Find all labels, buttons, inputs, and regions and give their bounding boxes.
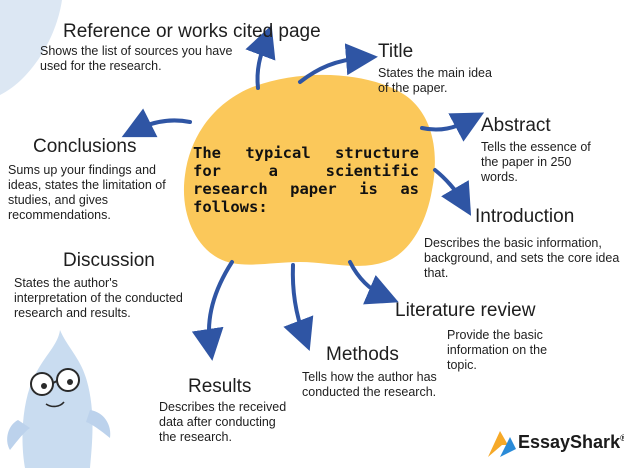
discussion-desc: States the author's interpretation of th… — [14, 276, 183, 320]
abstract-desc: Tells the essence of the paper in 250 wo… — [481, 140, 591, 184]
center-heading: The typical structure for a scientific r… — [193, 144, 419, 216]
arrow-icon — [121, 108, 192, 138]
title-desc: States the main idea of the paper. — [378, 66, 492, 95]
corner-decoration — [0, 0, 62, 95]
methods-desc: Tells how the author has conducted the r… — [302, 370, 437, 399]
brand-mark: ® — [620, 433, 624, 443]
reference-desc: Shows the list of sources you have used … — [40, 44, 233, 73]
reference-title: Reference or works cited page — [63, 21, 321, 42]
discussion-title: Discussion — [63, 250, 155, 271]
introduction-title: Introduction — [475, 206, 575, 227]
arrow-icon — [283, 263, 314, 351]
introduction-desc: Describes the basic information, backgro… — [424, 236, 620, 280]
brand-name: EssayShark® — [518, 432, 624, 453]
results-desc: Describes the received data after conduc… — [159, 400, 287, 444]
conclusions-title: Conclusions — [33, 136, 137, 157]
abstract-title: Abstract — [481, 115, 551, 136]
essayshark-logo-icon — [488, 431, 516, 457]
title-title: Title — [378, 41, 414, 62]
methods-title: Methods — [326, 344, 399, 365]
brand-name-text: EssayShark — [518, 432, 621, 452]
results-title: Results — [188, 376, 252, 397]
arrow-icon — [191, 260, 234, 361]
arrow-icon — [245, 25, 276, 90]
arrow-icon — [348, 260, 399, 305]
literature-desc: Provide the basic information on the top… — [447, 328, 548, 372]
conclusions-desc: Sums up your findings and ideas, states … — [8, 163, 166, 222]
center-blob — [183, 74, 435, 266]
arrow-icon — [298, 43, 378, 84]
arrow-icon — [420, 112, 485, 142]
arrow-icon — [433, 168, 472, 216]
mascot-icon — [7, 330, 111, 468]
literature-title: Literature review — [395, 300, 536, 321]
